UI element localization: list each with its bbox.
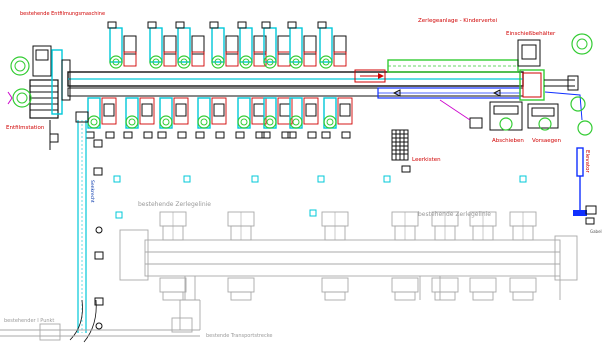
position-markers	[113, 175, 527, 219]
position-marker	[251, 175, 259, 183]
lower-station	[261, 97, 293, 139]
cutting-system	[354, 33, 593, 136]
position-marker	[519, 175, 527, 183]
label-plate-cutting-system: Zerlegeanlage - Kindervertei	[418, 18, 498, 24]
lower-station	[235, 97, 267, 139]
existing-station	[509, 211, 537, 301]
upper-station	[209, 21, 239, 69]
existing-cutting-stations	[159, 211, 537, 301]
position-marker	[309, 209, 317, 217]
position-marker	[317, 175, 325, 183]
diagram-labels: bestehende Entfilmungsmaschine Entfilmst…	[4, 11, 602, 339]
label-existing-i-point: bestehender I Punkt	[4, 318, 54, 324]
upper-station	[175, 21, 205, 69]
lower-station	[321, 97, 353, 139]
position-marker	[113, 175, 121, 183]
label-unstacker: Abschieben	[492, 138, 524, 144]
position-marker	[383, 175, 391, 183]
unpacking-machine	[7, 45, 71, 119]
lower-station	[287, 97, 319, 139]
existing-cutting-line	[0, 229, 578, 341]
upper-station	[237, 21, 267, 69]
elevator-column	[573, 147, 597, 225]
existing-station	[159, 211, 187, 301]
existing-station	[469, 211, 497, 301]
label-fork: Gabel	[590, 229, 602, 234]
label-vertical-conveyor: Senkrecht	[89, 180, 95, 203]
label-existing-cutting-line-right: bestehende Zerlegelinie	[418, 211, 491, 218]
label-unpacking-station: Entfilmstation	[6, 125, 45, 131]
upper-station	[107, 21, 137, 69]
existing-station	[431, 211, 459, 301]
label-existing-cutting-line-left: bestehende Zerlegelinie	[138, 201, 211, 208]
lower-station	[157, 97, 189, 139]
label-intermediate-bin: Einschießbehälter	[506, 31, 556, 37]
existing-station	[391, 211, 419, 301]
lower-station	[123, 97, 155, 139]
existing-station	[321, 211, 349, 301]
label-existing-unpacking-machine: bestehende Entfilmungsmaschine	[20, 11, 105, 17]
upper-stations	[107, 21, 347, 69]
label-elevator: Elevator	[584, 150, 590, 174]
empty-baskets-stack	[391, 129, 411, 173]
existing-station	[227, 211, 255, 301]
upper-station	[287, 21, 317, 69]
label-presaw: Vorsaegen	[532, 138, 561, 144]
label-empty-baskets: Leerkisten	[412, 157, 441, 163]
vertical-conveyor	[49, 111, 104, 343]
lower-station	[195, 97, 227, 139]
lower-stations	[85, 97, 353, 139]
upper-station	[261, 21, 291, 69]
upper-station	[317, 21, 347, 69]
upper-station	[147, 21, 177, 69]
label-existing-transport-line: bestende Transportstrecke	[206, 333, 273, 339]
position-marker	[183, 175, 191, 183]
position-marker	[115, 211, 123, 219]
